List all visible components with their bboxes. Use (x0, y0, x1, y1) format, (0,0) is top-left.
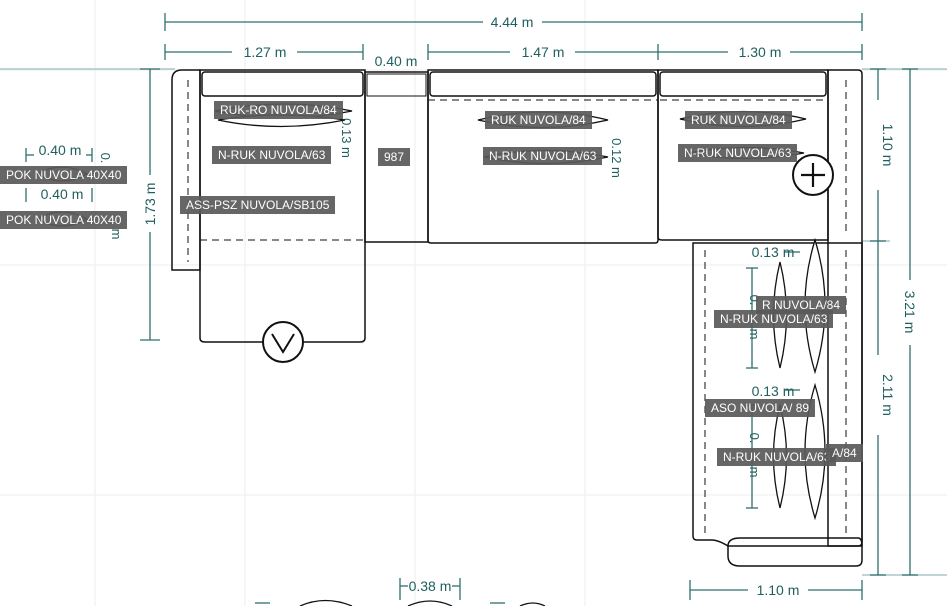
center-module[interactable] (427, 69, 659, 244)
label-n-ruk-left[interactable]: N-RUK NUVOLA/63 (212, 146, 332, 164)
dim-right-cushion-e: 0. (747, 433, 762, 444)
dimension-labels: 4.44 m 1.27 m 0.40 m 1.47 m 1.30 m 1.73 … (39, 14, 918, 598)
label-ruk-mid[interactable]: RUK NUVOLA/84 (485, 111, 592, 129)
label-right-ruk-upper[interactable]: R NUVOLA/84 (756, 296, 847, 314)
dim-bottom-small: 0.38 m (409, 578, 452, 594)
dim-total-width: 4.44 m (491, 14, 534, 30)
sofa-outline (171, 69, 863, 567)
dim-right-bottom-width: 1.10 m (757, 582, 800, 598)
bottom-armrest (727, 537, 863, 567)
dim-pillow-w1: 0.40 m (39, 142, 82, 158)
label-n-ruk-mid[interactable]: N-RUK NUVOLA/63 (483, 147, 603, 165)
label-ass-psz[interactable]: ASS-PSZ NUVOLA/SB105 (180, 196, 336, 214)
dim-depth-right-top: 1.10 m (880, 124, 896, 167)
dim-seg-gap: 0.40 m (375, 53, 418, 69)
dim-seg-left: 1.27 m (244, 44, 287, 60)
label-pok-2[interactable]: POK NUVOLA 40X40 (0, 211, 128, 229)
dim-depth-left: 1.73 m (142, 183, 158, 226)
dim-cushion-left: 0.13 m (339, 118, 354, 158)
dim-pillow-d1: 0. (98, 153, 113, 164)
plus-circle-icon[interactable] (792, 154, 834, 196)
label-code-987[interactable]: 987 (378, 148, 411, 166)
dim-pillow-w2: 0.40 m (41, 186, 84, 202)
bottom-shapes (255, 599, 546, 606)
left-armrest (171, 69, 201, 271)
label-n-ruk-side-lower[interactable]: N-RUK NUVOLA/63 (717, 448, 837, 466)
dim-seg-right: 1.30 m (739, 44, 782, 60)
dim-right-cushion-b: 0.13 m (752, 383, 795, 399)
dim-right-cushion-d: m (747, 329, 762, 340)
dim-pillow-d2: m (109, 229, 124, 240)
right-top-module[interactable] (657, 69, 829, 241)
dim-right-lower: 2.11 m (880, 374, 896, 416)
chevron-down-circle-icon[interactable] (262, 321, 304, 363)
chaise-module[interactable] (199, 69, 366, 343)
label-right-ruk-lower[interactable]: A/84 (826, 444, 863, 462)
label-n-ruk-side-upper[interactable]: N-RUK NUVOLA/63 (714, 310, 834, 328)
dim-cushion-mid: 0.12 m (609, 138, 624, 178)
right-top-backrest (659, 71, 827, 97)
chaise-backrest (201, 71, 364, 97)
dim-right-cushion-a: 0.13 m (752, 244, 795, 260)
label-ruk-ro[interactable]: RUK-RO NUVOLA/84 (214, 101, 343, 119)
center-backrest (429, 71, 657, 97)
dim-seg-mid: 1.47 m (522, 44, 565, 60)
dimension-lines (0, 13, 947, 600)
dim-right-cushion-f: m (747, 467, 762, 478)
dim-right-cushion-c: 0. (747, 295, 762, 306)
label-ruk-right[interactable]: RUK NUVOLA/84 (685, 111, 792, 129)
cushions (35, 103, 826, 521)
label-n-ruk-right[interactable]: N-RUK NUVOLA/63 (678, 144, 798, 162)
label-pok-1[interactable]: POK NUVOLA 40X40 (0, 166, 128, 184)
label-aso[interactable]: ASO NUVOLA/ 89 (705, 399, 816, 417)
dim-total-height: 3.21 m (902, 291, 918, 334)
